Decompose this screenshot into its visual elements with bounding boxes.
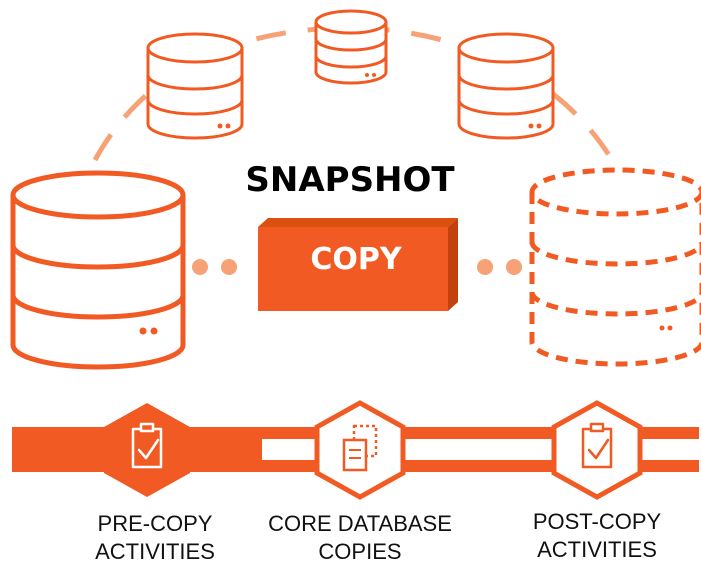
small-database-left-icon [146, 32, 244, 140]
pre-copy-label-line1: PRE-COPY [97, 511, 213, 536]
pre-copy-hexagon [104, 403, 190, 497]
connector-dots-left [192, 259, 237, 275]
post-copy-hexagon [551, 400, 643, 500]
small-database-right-icon [457, 32, 555, 140]
core-database-label-line2: COPIES [318, 539, 402, 564]
post-copy-label-line2: ACTIVITIES [537, 537, 657, 562]
pre-copy-label: PRE-COPY ACTIVITIES [45, 510, 265, 566]
copy-label: COPY [310, 242, 402, 277]
pre-copy-label-line2: ACTIVITIES [95, 539, 215, 564]
target-database-icon [529, 167, 701, 367]
connector-dots-right [477, 259, 522, 275]
copy-block [258, 218, 458, 311]
diagram-title: SNAPSHOT [245, 160, 455, 200]
core-database-label: CORE DATABASE COPIES [250, 510, 470, 566]
clipboard-check-icon [581, 422, 613, 469]
clipboard-check-icon [131, 422, 163, 469]
core-database-hexagon [314, 400, 406, 500]
core-database-label-line1: CORE DATABASE [268, 511, 452, 536]
source-database-icon [10, 170, 186, 370]
copy-documents-icon [342, 424, 378, 472]
post-copy-label-line1: POST-COPY [532, 509, 662, 534]
small-database-center-icon [314, 9, 388, 85]
post-copy-label: POST-COPY ACTIVITIES [487, 508, 701, 564]
